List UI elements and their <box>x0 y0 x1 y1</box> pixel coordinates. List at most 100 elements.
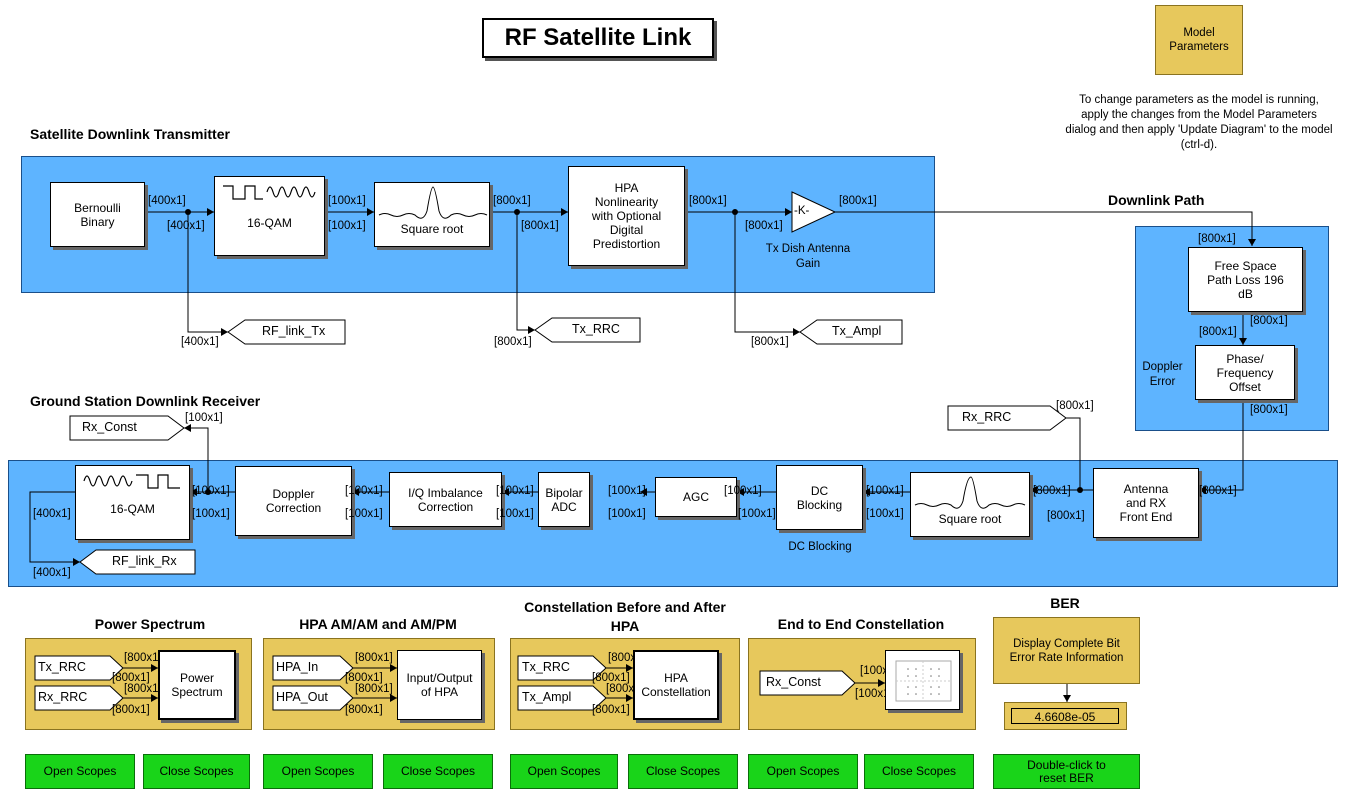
dim-label: [800x1] <box>345 672 383 684</box>
dim-label: [800x1] <box>355 652 393 664</box>
hpa-scope[interactable]: Input/Output of HPA <box>397 650 482 720</box>
constellation-heading: Constellation Before and After HPA <box>524 599 726 634</box>
dim-label: [800x1] <box>1199 326 1237 338</box>
hpa-in2-label: HPA_Out <box>276 690 328 704</box>
hpa-nonlinearity-block[interactable]: HPA Nonlinearity with Optional Digital P… <box>568 166 685 266</box>
power-close-scopes-button[interactable]: Close Scopes <box>143 754 250 789</box>
tx-rrc-label: Square root <box>400 221 464 236</box>
model-parameters-button[interactable]: Model Parameters <box>1155 5 1243 75</box>
dim-label: [800x1] <box>745 220 783 232</box>
const-open-scopes-button[interactable]: Open Scopes <box>510 754 618 789</box>
gain-symbol: -K- <box>794 205 810 217</box>
phase-frequency-offset-block[interactable]: Phase/ Frequency Offset <box>1195 345 1295 400</box>
dim-label: [100x1] <box>866 508 904 520</box>
dim-label: [800x1] <box>112 704 150 716</box>
dim-label: [100x1] <box>328 195 366 207</box>
tx-ampl-tag <box>799 319 903 345</box>
dim-label: [800x1] <box>521 220 559 232</box>
dim-label: [400x1] <box>148 195 186 207</box>
tx-rrc-filter-block[interactable]: Square root <box>374 182 490 247</box>
ber-heading: BER <box>1050 595 1080 611</box>
dim-label: [800x1] <box>1199 485 1237 497</box>
tx-ampl-label: Tx_Ampl <box>832 324 882 338</box>
sinc-icon <box>914 476 1026 509</box>
hpa-close-scopes-button[interactable]: Close Scopes <box>383 754 493 789</box>
dim-label: [100x1] <box>738 508 776 520</box>
hpa-constellation-scope[interactable]: HPA Constellation <box>633 650 719 720</box>
dim-label: [800x1] <box>345 704 383 716</box>
dim-label: [400x1] <box>167 220 205 232</box>
gain-triangle <box>791 191 837 233</box>
dim-label: [100x1] <box>345 508 383 520</box>
dim-label: [100x1] <box>185 412 223 424</box>
e2e-open-scopes-button[interactable]: Open Scopes <box>748 754 858 789</box>
dim-label: [400x1] <box>33 567 71 579</box>
rx-16qam-label: 16-QAM <box>110 501 155 516</box>
power-spectrum-heading: Power Spectrum <box>94 616 206 632</box>
rf-link-rx-label: RF_link_Rx <box>112 554 177 568</box>
doppler-correction-block[interactable]: Doppler Correction <box>235 466 352 536</box>
bernoulli-binary-block[interactable]: Bernoulli Binary <box>50 182 145 247</box>
ber-value: 4.6608e-05 <box>1011 708 1119 724</box>
dim-label: [100x1] <box>496 485 534 497</box>
tx-rrc-label: Tx_RRC <box>572 322 620 336</box>
model-parameters-note: To change parameters as the model is run… <box>1065 94 1333 151</box>
iq-imbalance-block[interactable]: I/Q Imbalance Correction <box>389 472 502 527</box>
dim-label: [100x1] <box>328 220 366 232</box>
dim-label: [800x1] <box>124 652 162 664</box>
tx-16qam-label: 16-QAM <box>247 216 292 230</box>
tx-rrc-tag <box>534 317 641 343</box>
free-space-path-loss-block[interactable]: Free Space Path Loss 196 dB <box>1188 247 1303 312</box>
dim-label: [800x1] <box>1047 510 1085 522</box>
rx-rrc-filter-block[interactable]: Square root <box>910 472 1030 537</box>
const-close-scopes-button[interactable]: Close Scopes <box>628 754 738 789</box>
rx-rrc-label: Rx_RRC <box>962 410 1012 424</box>
dim-label: [100x1] <box>496 508 534 520</box>
receiver-heading: Ground Station Downlink Receiver <box>30 393 261 409</box>
dim-label: [800x1] <box>689 195 727 207</box>
power-open-scopes-button[interactable]: Open Scopes <box>25 754 135 789</box>
dim-label: [100x1] <box>608 485 646 497</box>
bipolar-adc-block[interactable]: Bipolar ADC <box>538 472 590 527</box>
dc-blocking-block[interactable]: DC Blocking <box>776 465 863 530</box>
e2e-close-scopes-button[interactable]: Close Scopes <box>864 754 974 789</box>
rx-rrc-tag <box>947 405 1067 431</box>
power-spectrum-scope[interactable]: Power Spectrum <box>158 650 236 720</box>
ber-info-block[interactable]: Display Complete Bit Error Rate Informat… <box>993 617 1140 684</box>
const-in2-label: Tx_Ampl <box>522 690 572 704</box>
reset-ber-button[interactable]: Double-click to reset BER <box>993 754 1140 789</box>
rx-rrc-label: Square root <box>938 511 1002 526</box>
e2e-in1-label: Rx_Const <box>766 675 821 689</box>
e2e-constellation-scope[interactable] <box>885 650 960 710</box>
rx-const-tag <box>69 415 185 441</box>
dc-blocking-label: DC Blocking <box>788 541 852 553</box>
power-in2-label: Rx_RRC <box>38 690 88 704</box>
sinc-icon <box>378 186 488 219</box>
dim-label: [800x1] <box>839 195 877 207</box>
e2e-heading: End to End Constellation <box>777 616 945 632</box>
rx-16qam-block[interactable]: 16-QAM <box>75 465 190 540</box>
constellation-grid-icon <box>895 660 952 702</box>
dim-label: [100x1] <box>866 485 904 497</box>
antenna-rx-front-end-block[interactable]: Antenna and RX Front End <box>1093 468 1199 538</box>
tx-16qam-block[interactable]: 16-QAM <box>214 176 325 256</box>
rf-link-tx-tag <box>227 319 346 345</box>
dim-label: [800x1] <box>1250 404 1288 416</box>
downlink-heading: Downlink Path <box>1108 192 1205 208</box>
dim-label: [100x1] <box>608 508 646 520</box>
dim-label: [100x1] <box>724 485 762 497</box>
dim-label: [100x1] <box>192 485 230 497</box>
doppler-error-label: Doppler Error <box>1142 361 1183 388</box>
agc-block[interactable]: AGC <box>655 477 737 517</box>
qam-waveform-icon <box>223 185 316 200</box>
rf-link-tx-label: RF_link_Tx <box>262 324 326 338</box>
hpa-open-scopes-button[interactable]: Open Scopes <box>263 754 373 789</box>
tx-dish-gain-label: Tx Dish Antenna Gain <box>765 243 851 270</box>
dim-label: [100x1] <box>855 688 893 700</box>
dim-label: [800x1] <box>494 336 532 348</box>
ber-display: 4.6608e-05 <box>1004 702 1127 730</box>
dim-label: [800x1] <box>124 683 162 695</box>
dim-label: [800x1] <box>1033 485 1071 497</box>
dim-label: [800x1] <box>493 195 531 207</box>
